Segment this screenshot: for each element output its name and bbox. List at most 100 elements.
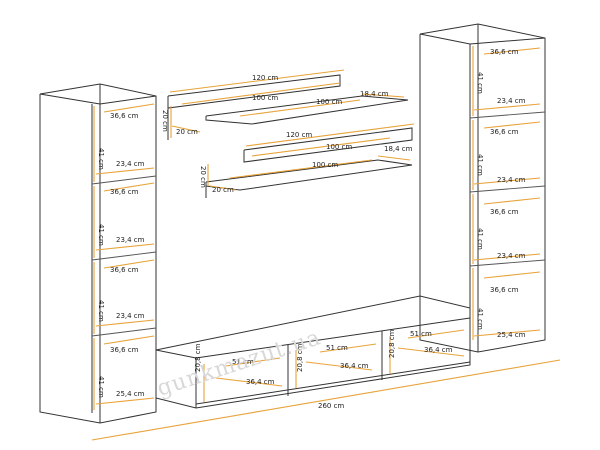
left-cabinet-top-edge (39, 93, 101, 105)
tv-stand-top-front-left (155, 349, 197, 359)
left-height-label-3: 41 cm (97, 300, 105, 322)
left-depth-dim-3 (103, 259, 155, 269)
tv-width-dim-2 (319, 343, 377, 353)
right-height-label-1: 41 cm (476, 72, 484, 94)
right-depth-label-1: 36,6 cm (490, 48, 519, 56)
right-shelf-label-2: 23,4 cm (497, 176, 526, 184)
tv-depth-label-2: 36,4 cm (340, 362, 369, 370)
tv-width-dim-3 (407, 329, 465, 339)
tv-height-label-3: 20,8 cm (388, 329, 396, 358)
left-depth-label-4: 36,6 cm (110, 346, 139, 354)
right-depth-label-4: 36,6 cm (490, 286, 519, 294)
middle-shelf-inner-front-dim (251, 137, 391, 157)
left-depth-label-3: 36,6 cm (110, 266, 139, 274)
middle-wall-shelf: 120 cm 100 cm 100 cm 18,4 cm 20 cm 20 cm (199, 123, 415, 198)
right-depth-dim-1 (483, 47, 541, 55)
tv-depth-label-1: 36,4 cm (246, 378, 275, 386)
tv-height-label-1: 20,8 cm (194, 343, 202, 372)
tv-width-label-2: 51 cm (326, 344, 348, 352)
tv-width-dim-1 (225, 357, 281, 367)
right-depth-label-2: 36,6 cm (490, 128, 519, 136)
right-cabinet-top-edge-2 (469, 37, 546, 45)
left-shelf-dim-3 (95, 319, 155, 327)
left-depth-dim-2 (103, 182, 155, 192)
right-height-label-2: 41 cm (476, 154, 484, 176)
tv-depth-label-3: 36,4 cm (424, 346, 453, 354)
right-cabinet-top-edge (419, 33, 471, 45)
top-shelf-outline (167, 74, 341, 109)
left-shelf-label-3: 23,4 cm (116, 312, 145, 320)
left-depth-dim-1 (103, 103, 155, 113)
right-shelf-2 (469, 185, 546, 193)
left-shelf-3 (91, 327, 157, 337)
top-shelf-inner-front-dim (181, 82, 341, 105)
middle-shelf-width-dim (245, 123, 415, 147)
tv-height-label-2: 20,8 cm (296, 343, 304, 372)
left-shelf-2 (91, 251, 157, 261)
left-cabinet-top-edge-2 (99, 95, 157, 105)
right-depth-label-3: 36,6 cm (490, 208, 519, 216)
middle-shelf-inner-back-dim (229, 159, 373, 179)
left-height-label-4: 41 cm (97, 376, 105, 398)
left-depth-dim-4 (103, 335, 155, 345)
left-shelf-dim-2 (95, 243, 155, 251)
overall-width-dim (91, 359, 561, 441)
right-shelf-3 (469, 259, 546, 267)
right-depth-dim-2 (483, 121, 541, 129)
left-shelf-label-4: 25,4 cm (116, 390, 145, 398)
left-height-label-1: 41 cm (97, 148, 105, 170)
top-shelf-depth-dim (361, 93, 405, 98)
left-shelf-1 (91, 175, 157, 185)
middle-shelf-side-dim (209, 185, 237, 191)
right-depth-dim-4 (483, 271, 541, 279)
left-cabinet: 36,6 cm 36,6 cm 36,6 cm 36,6 cm 23,4 cm … (39, 83, 157, 424)
middle-shelf-board (205, 159, 413, 191)
top-shelf-depth-label: 18,4 cm (360, 90, 389, 98)
top-wall-shelf: 120 cm 100 cm 100 cm 18,4 cm 20 cm 20 cm (161, 69, 409, 140)
top-shelf-side-label: 20 cm (176, 128, 198, 136)
top-shelf-height-label: 20 cm (161, 110, 169, 132)
middle-shelf-height-label: 20 cm (199, 166, 207, 188)
right-shelf-dim-3 (473, 253, 541, 261)
right-shelf-label-3: 23,4 cm (497, 252, 526, 260)
right-shelf-1 (469, 111, 546, 119)
middle-shelf-depth-dim (377, 155, 411, 161)
tv-width-label-3: 51 cm (410, 330, 432, 338)
middle-shelf-depth-label: 18,4 cm (384, 145, 413, 153)
right-shelf-dim-4 (473, 329, 541, 337)
middle-shelf-inner-back-label: 100 cm (312, 161, 338, 169)
right-shelf-label-1: 23,4 cm (497, 97, 526, 105)
top-shelf-board (205, 95, 409, 125)
top-shelf-inner-front-label: 100 cm (252, 94, 278, 102)
left-shelf-label-2: 23,4 cm (116, 236, 145, 244)
top-shelf-width-dim (169, 69, 345, 93)
tv-depth-dim-1 (215, 377, 283, 387)
left-cabinet-outline (39, 83, 157, 424)
top-shelf-inner-back-label: 100 cm (316, 98, 342, 106)
top-shelf-width-label: 120 cm (252, 74, 278, 82)
middle-shelf-side-label: 20 cm (212, 186, 234, 194)
right-cabinet: 36,6 cm 36,6 cm 36,6 cm 36,6 cm 23,4 cm … (419, 23, 546, 353)
left-shelf-dim-1 (95, 167, 155, 175)
left-depth-label-2: 36,6 cm (110, 188, 139, 196)
tv-depth-dim-2 (305, 361, 373, 371)
left-shelf-label-1: 23,4 cm (116, 160, 145, 168)
middle-shelf-outline (243, 127, 413, 163)
tv-stand-bottom-front (195, 361, 471, 405)
tv-stand: 51 cm 51 cm 51 cm 36,4 cm 36,4 cm 36,4 c… (155, 295, 471, 409)
right-shelf-dim-1 (473, 103, 541, 111)
tv-width-label-1: 51 cm (232, 358, 254, 366)
right-depth-dim-3 (483, 197, 541, 205)
left-shelf-dim-4 (95, 397, 155, 405)
middle-shelf-width-label: 120 cm (286, 131, 312, 139)
right-height-label-3: 41 cm (476, 228, 484, 250)
left-height-label-2: 41 cm (97, 224, 105, 246)
right-shelf-dim-2 (473, 177, 541, 185)
top-shelf-side-dim (171, 125, 201, 133)
right-height-label-4: 41 cm (476, 308, 484, 330)
middle-shelf-inner-front-label: 100 cm (326, 143, 352, 151)
tv-stand-top-front (195, 317, 471, 359)
right-shelf-label-4: 25,4 cm (497, 331, 526, 339)
tv-stand-outline (155, 295, 471, 409)
